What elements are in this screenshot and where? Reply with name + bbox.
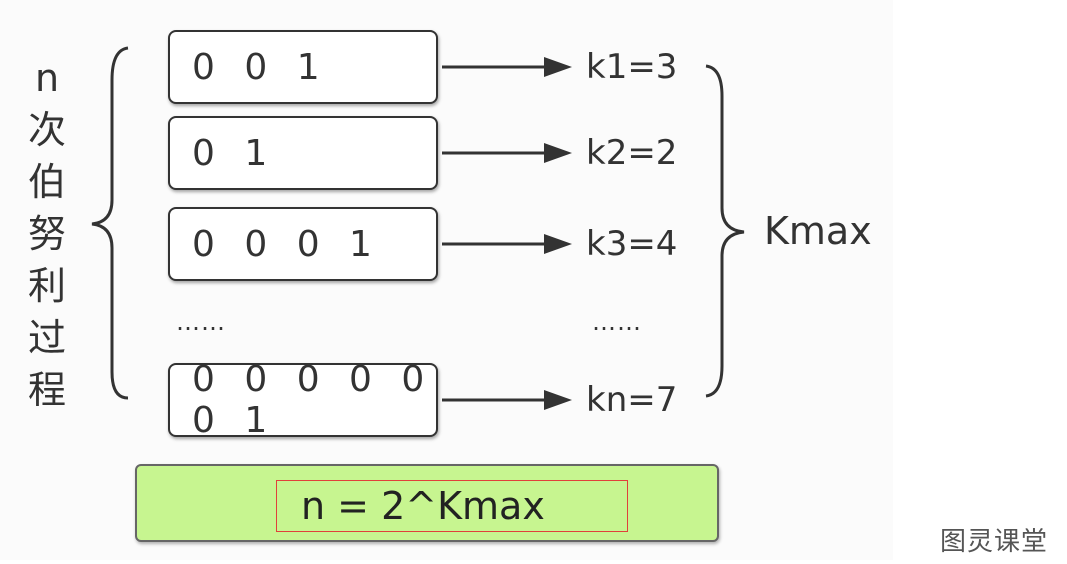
arrow-3 [442,234,572,254]
formula-text: n = 2^Kmax [276,480,628,532]
k-label-4: kn=7 [586,380,678,420]
arrow-1 [442,57,572,77]
watermark: 图灵课堂 [940,527,1049,557]
arrow-4 [442,390,572,410]
trial-box-4: 0 0 0 0 0 0 1 [168,359,438,441]
arrow-2 [442,143,572,163]
label-char: 伯 [27,160,66,204]
label-char: 利 [27,264,66,308]
trial-box-3: 0 0 0 1 [168,207,438,281]
right-brace [705,64,745,398]
trial-box-2: 0 1 [168,116,438,190]
label-char: 次 [27,108,66,152]
k-label-3: k3=4 [586,224,678,264]
label-char: 努 [27,212,66,256]
ellipsis-right: …… [592,308,642,336]
bernoulli-process-label: n 次 伯 努 利 过 程 [24,52,70,416]
trial-box-1: 0 0 1 [168,30,438,104]
formula-box [135,464,719,542]
label-char: n [34,56,60,100]
connectors [91,46,745,410]
label-char: 过 [27,316,66,360]
ellipsis-left: …… [176,308,226,336]
k-label-1: k1=3 [586,47,678,87]
label-char: 程 [27,368,66,412]
kmax-label: Kmax [764,209,872,253]
left-brace [91,46,129,400]
k-label-2: k2=2 [586,133,678,173]
